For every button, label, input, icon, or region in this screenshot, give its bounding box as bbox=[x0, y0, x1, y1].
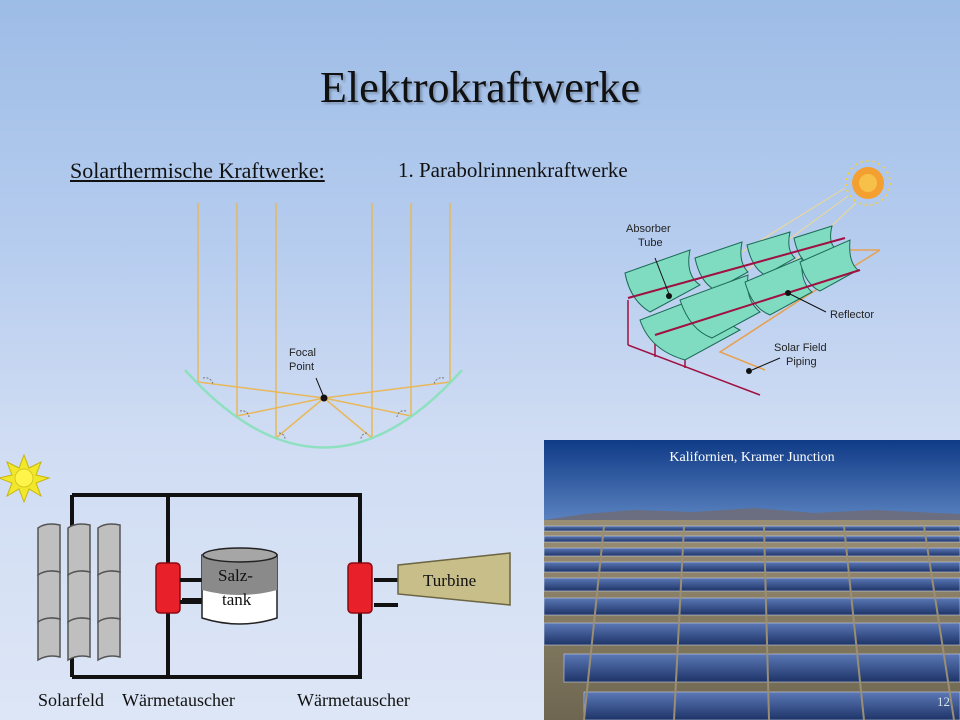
kramer-junction-photo: Kalifornien, Kramer Junction 12 bbox=[544, 440, 960, 720]
focal-pointer bbox=[315, 377, 324, 396]
salt-tank bbox=[201, 547, 278, 625]
angle-marker bbox=[396, 410, 407, 418]
angle-marker bbox=[433, 377, 445, 385]
label-waermetauscher-1: Wärmetauscher bbox=[122, 690, 235, 710]
trough-diagram: Absorber Tube Reflector Solar Field Pipi… bbox=[624, 160, 891, 396]
trough-row-back bbox=[624, 225, 836, 313]
circuit-diagram: Salz- tank Turbine bbox=[0, 453, 511, 679]
focal-label-1: Focal bbox=[289, 347, 316, 359]
focal-diagram: Focal Point bbox=[184, 203, 463, 449]
label-waermetauscher-2: Wärmetauscher bbox=[297, 690, 410, 710]
reflected-ray bbox=[275, 397, 325, 439]
frame-base bbox=[627, 344, 761, 396]
sun-icon bbox=[845, 160, 891, 206]
sun-icon bbox=[0, 453, 51, 504]
turbine-label: Turbine bbox=[423, 571, 476, 590]
angle-marker bbox=[202, 377, 214, 385]
tank-label-1: Salz- bbox=[218, 566, 253, 585]
focal-label-2: Point bbox=[289, 361, 314, 373]
turbine-shape bbox=[397, 552, 511, 606]
tank-label-2: tank bbox=[222, 590, 252, 609]
reflected-ray bbox=[323, 397, 373, 439]
page-number: 12 bbox=[937, 694, 950, 709]
trough-row-front bbox=[639, 239, 859, 361]
label-solarfeld: Solarfeld bbox=[38, 690, 104, 710]
angle-marker bbox=[360, 432, 368, 440]
reflected-ray bbox=[197, 381, 325, 399]
section-heading: Solarthermische Kraftwerke: bbox=[70, 158, 325, 183]
absorber-label-2: Tube bbox=[638, 237, 663, 249]
reflector-dot bbox=[785, 290, 791, 296]
absorber-label-1: Absorber bbox=[626, 223, 671, 235]
reflected-ray bbox=[323, 397, 412, 417]
piping-label-1: Solar Field bbox=[774, 342, 827, 354]
photo-caption: Kalifornien, Kramer Junction bbox=[669, 450, 835, 465]
heat-exchanger-2 bbox=[347, 562, 373, 614]
absorber-dot bbox=[666, 293, 672, 299]
slide-title: Elektrokraftwerke bbox=[319, 63, 641, 112]
angle-marker bbox=[239, 410, 250, 418]
reflector-label: Reflector bbox=[830, 309, 874, 321]
subheading: 1. Parabolrinnenkraftwerke bbox=[398, 158, 628, 182]
absorber-tube bbox=[627, 237, 861, 336]
piping-label-2: Piping bbox=[786, 356, 817, 368]
reflected-ray bbox=[323, 381, 451, 399]
piping-dot bbox=[746, 368, 752, 374]
angle-marker bbox=[278, 432, 286, 440]
reflected-ray bbox=[236, 397, 325, 417]
heat-exchanger-1 bbox=[155, 562, 181, 614]
focal-point-dot bbox=[320, 394, 328, 402]
parabolic-mirror bbox=[184, 369, 463, 449]
solar-field-collectors bbox=[37, 523, 121, 662]
